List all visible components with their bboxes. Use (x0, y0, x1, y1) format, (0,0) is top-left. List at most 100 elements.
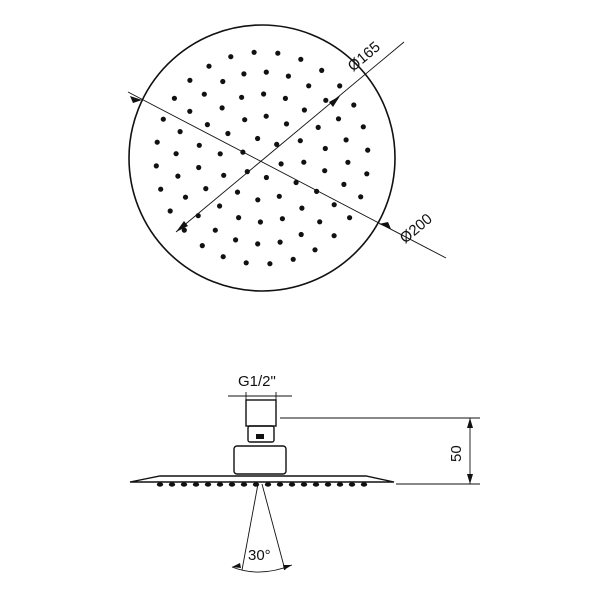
nozzle-dot (322, 168, 328, 174)
nozzle-dot (365, 147, 371, 153)
nozzle-dot (167, 208, 173, 214)
nozzle-dot (158, 186, 164, 192)
nozzle-dot (301, 159, 307, 165)
nozzle-dot (255, 197, 261, 203)
nozzle-dot (298, 231, 304, 238)
nozzle-dot (275, 50, 281, 56)
nozzle-dot (206, 63, 212, 69)
nozzle-dot (261, 91, 267, 97)
plate-nozzle (216, 482, 224, 487)
nozzle-dot (299, 205, 305, 211)
nozzle-dot (337, 83, 343, 89)
nozzle-dot (274, 141, 280, 147)
nozzle-dot (278, 161, 284, 167)
dim-arrow-inner-2 (329, 96, 340, 107)
nozzle-dot (228, 54, 234, 60)
nozzle-dot (187, 108, 193, 114)
nozzle-dot (255, 135, 261, 142)
spray-angle-arc (231, 564, 293, 573)
nozzle-dot (177, 129, 183, 135)
nozzle-dot (220, 254, 226, 260)
nozzle-dot (364, 171, 370, 177)
nozzle-dot (331, 233, 337, 239)
nozzle-dot (204, 122, 210, 128)
plate-nozzle (300, 482, 308, 487)
nozzle-dot (217, 151, 223, 157)
plate-nozzle (324, 482, 332, 487)
dim-line-outer (127, 91, 447, 259)
plate-nozzle (180, 482, 188, 487)
nozzle-dot (279, 216, 285, 222)
spray-angle-label: 30° (248, 547, 271, 564)
nozzle-dot (319, 67, 325, 73)
nozzle-dot (277, 239, 283, 245)
dim-label-outer: Ø200 (397, 210, 436, 247)
nozzle-dot (219, 105, 225, 111)
nozzle-dot (173, 151, 179, 157)
dim-arrow-inner-1 (176, 221, 188, 232)
nozzle-dot (220, 78, 226, 85)
nozzle-dot (244, 169, 250, 175)
nozzle-dot (181, 227, 187, 233)
thread-label: G1/2" (238, 373, 276, 390)
plate-nozzle (312, 482, 320, 487)
nozzle-dot (322, 145, 328, 152)
nozzle-dot (255, 241, 261, 247)
nozzle-dot (263, 69, 269, 75)
nozzle-dot (312, 247, 318, 253)
nozzle-dot (201, 91, 207, 97)
threaded-inlet (245, 399, 277, 427)
plate-nozzle (228, 482, 236, 487)
shower-head-outline (128, 24, 396, 292)
nozzle-dot (225, 130, 231, 137)
nozzle-dot (351, 102, 357, 108)
nozzle-dot (345, 159, 351, 165)
plate-nozzle (192, 482, 200, 487)
nozzle-dot (257, 219, 263, 225)
plate-nozzle (204, 482, 212, 487)
nozzle-dot (323, 97, 329, 103)
nozzle-dot (315, 124, 321, 130)
plate-nozzle-group (156, 482, 368, 487)
height-arrow-bottom (467, 474, 473, 484)
nozzle-dot (154, 139, 160, 145)
dim-arrow-outer-2 (379, 222, 391, 229)
nozzle-dot (153, 163, 159, 169)
nozzle-dot (239, 94, 245, 100)
nozzle-group (153, 49, 371, 267)
height-label: 50 (448, 445, 465, 462)
nozzle-dot (196, 142, 202, 148)
plate-nozzle (288, 482, 296, 487)
nozzle-dot (301, 107, 307, 113)
nozzle-dot (285, 73, 291, 79)
nozzle-dot (187, 77, 193, 83)
plate-nozzle (156, 482, 164, 487)
plate-nozzle (336, 482, 344, 487)
nozzle-dot (306, 83, 312, 89)
nozzle-dot (293, 179, 299, 186)
nozzle-dot (360, 124, 366, 130)
nozzle-dot (196, 164, 202, 171)
connector-body (233, 445, 287, 475)
nozzle-dot (282, 95, 288, 101)
nozzle-dot (298, 56, 304, 62)
nozzle-dot (347, 215, 353, 221)
plate-nozzle (276, 482, 284, 487)
nozzle-dot (317, 219, 323, 225)
nozzle-dot (358, 194, 364, 200)
nozzle-dot (242, 117, 248, 123)
nozzle-dot (203, 186, 209, 192)
nozzle-dot (221, 172, 227, 178)
dim-label-inner: Ø165 (345, 38, 384, 75)
nozzle-dot (171, 95, 177, 101)
nozzle-dot (331, 202, 337, 208)
spray-line-right (261, 483, 286, 571)
nozzle-dot (263, 174, 269, 181)
nozzle-dot (297, 138, 303, 144)
nozzle-dot (175, 173, 181, 179)
plate-nozzle (360, 482, 368, 487)
plate-nozzle (264, 482, 272, 487)
nozzle-dot (234, 189, 241, 195)
nozzle-dot (343, 137, 349, 143)
